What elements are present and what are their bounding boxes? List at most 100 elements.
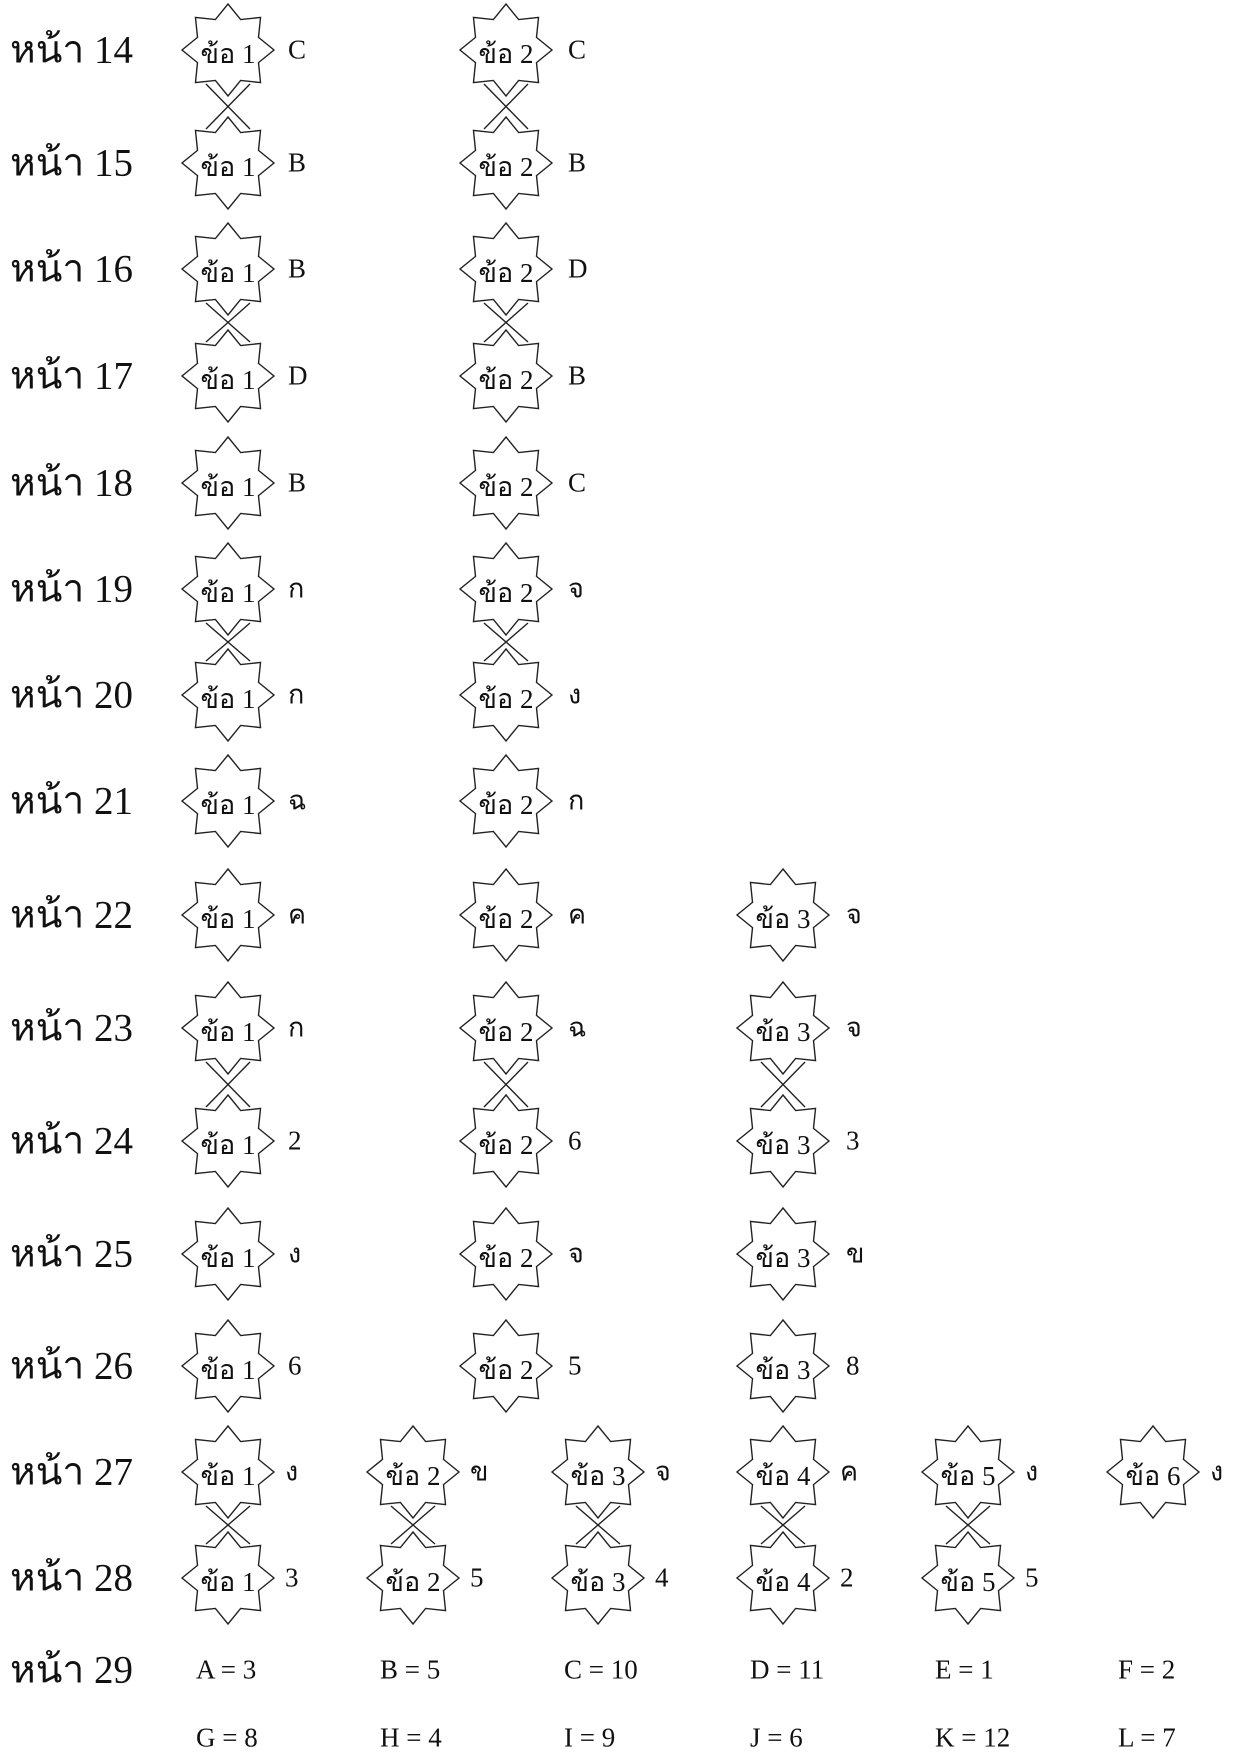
letter-value: G = 8 <box>196 1722 258 1753</box>
question-star: ข้อ 2 <box>458 753 554 849</box>
answer-value: 8 <box>846 1350 860 1381</box>
question-number: ข้อ 1 <box>200 683 256 714</box>
question-number: ข้อ 2 <box>478 577 534 608</box>
connector-cross <box>483 302 529 347</box>
question-star: ข้อ 2 <box>458 328 554 424</box>
question-star: ข้อ 4 <box>735 1424 831 1520</box>
question-star: ข้อ 2 <box>458 1093 554 1189</box>
page-label: หน้า 26 <box>10 1344 134 1388</box>
answer-value: D <box>288 360 308 391</box>
letter-value: B = 5 <box>380 1654 441 1685</box>
question-number: ข้อ 1 <box>200 364 256 395</box>
question-star: ข้อ 3 <box>735 980 831 1076</box>
page-label: หน้า 16 <box>10 247 134 291</box>
answer-value: C <box>568 467 587 498</box>
question-star: ข้อ 1 <box>180 2 276 98</box>
question-number: ข้อ 1 <box>200 38 256 69</box>
connector-cross <box>760 1505 806 1549</box>
question-number: ข้อ 3 <box>755 1242 811 1273</box>
answer-value: จ <box>568 573 584 604</box>
answer-value: 4 <box>655 1562 669 1593</box>
question-star: ข้อ 1 <box>180 1206 276 1302</box>
eight-point-star-icon <box>458 221 554 317</box>
page-label: หน้า 17 <box>10 354 134 398</box>
answer-value: 5 <box>470 1562 484 1593</box>
eight-point-star-icon <box>550 1424 646 1520</box>
question-number: ข้อ 3 <box>755 903 811 934</box>
page-label: หน้า 14 <box>10 28 134 72</box>
question-star: ข้อ 1 <box>180 1318 276 1414</box>
eight-point-star-icon <box>1105 1424 1201 1520</box>
eight-point-star-icon <box>365 1530 461 1626</box>
question-star: ข้อ 3 <box>735 1093 831 1189</box>
answer-value: จ <box>846 1012 862 1043</box>
connector-cross <box>390 1505 436 1549</box>
eight-point-star-icon <box>180 115 276 211</box>
letter-value: H = 4 <box>380 1722 442 1753</box>
question-star: ข้อ 1 <box>180 980 276 1076</box>
page-label: หน้า 22 <box>10 893 134 937</box>
answer-value: ง <box>1210 1456 1224 1487</box>
question-number: ข้อ 2 <box>478 364 534 395</box>
question-number: ข้อ 1 <box>200 1566 256 1597</box>
answer-value: ข <box>470 1456 489 1487</box>
letter-value: J = 6 <box>750 1722 803 1753</box>
question-star: ข้อ 3 <box>550 1530 646 1626</box>
question-star: ข้อ 3 <box>735 867 831 963</box>
question-star: ข้อ 1 <box>180 541 276 637</box>
eight-point-star-icon <box>920 1530 1016 1626</box>
answer-value: B <box>288 147 307 178</box>
question-number: ข้อ 2 <box>478 151 534 182</box>
connector-cross <box>945 1505 991 1549</box>
answer-value: จ <box>655 1456 671 1487</box>
question-star: ข้อ 2 <box>458 2 554 98</box>
answer-value: ข <box>846 1238 865 1269</box>
answer-value: ค <box>840 1456 859 1487</box>
question-star: ข้อ 1 <box>180 867 276 963</box>
eight-point-star-icon <box>458 867 554 963</box>
question-number: ข้อ 4 <box>755 1460 811 1491</box>
question-number: ข้อ 1 <box>200 789 256 820</box>
answer-value: B <box>568 360 587 391</box>
question-star: ข้อ 2 <box>458 867 554 963</box>
question-number: ข้อ 3 <box>570 1566 626 1597</box>
eight-point-star-icon <box>458 541 554 637</box>
page-label: หน้า 21 <box>10 779 134 823</box>
question-star: ข้อ 2 <box>365 1424 461 1520</box>
answer-value: 3 <box>285 1562 299 1593</box>
question-star: ข้อ 2 <box>458 115 554 211</box>
answer-value: ง <box>288 1238 302 1269</box>
eight-point-star-icon <box>735 1530 831 1626</box>
answer-value: 6 <box>568 1125 582 1156</box>
connector-cross <box>205 1061 251 1112</box>
page-label: หน้า 25 <box>10 1232 134 1276</box>
eight-point-star-icon <box>180 1530 276 1626</box>
page-label: หน้า 28 <box>10 1556 134 1600</box>
letter-value: I = 9 <box>564 1722 616 1753</box>
question-number: ข้อ 2 <box>478 683 534 714</box>
page-label: หน้า 15 <box>10 141 134 185</box>
answer-value: ก <box>288 679 305 710</box>
connector-cross <box>483 1061 529 1112</box>
page-label: หน้า 29 <box>10 1648 134 1692</box>
connector-cross <box>760 1061 806 1112</box>
question-star: ข้อ 2 <box>458 647 554 743</box>
question-number: ข้อ 2 <box>478 1242 534 1273</box>
question-number: ข้อ 1 <box>200 1129 256 1160</box>
question-number: ข้อ 2 <box>478 471 534 502</box>
eight-point-star-icon <box>458 115 554 211</box>
eight-point-star-icon <box>920 1424 1016 1520</box>
question-number: ข้อ 1 <box>200 1354 256 1385</box>
answer-value: 6 <box>288 1350 302 1381</box>
eight-point-star-icon <box>735 980 831 1076</box>
question-number: ข้อ 1 <box>200 903 256 934</box>
eight-point-star-icon <box>458 1093 554 1189</box>
answer-value: B <box>288 467 307 498</box>
question-star: ข้อ 1 <box>180 115 276 211</box>
question-star: ข้อ 5 <box>920 1424 1016 1520</box>
eight-point-star-icon <box>180 1318 276 1414</box>
question-number: ข้อ 1 <box>200 151 256 182</box>
eight-point-star-icon <box>180 980 276 1076</box>
question-star: ข้อ 1 <box>180 1530 276 1626</box>
